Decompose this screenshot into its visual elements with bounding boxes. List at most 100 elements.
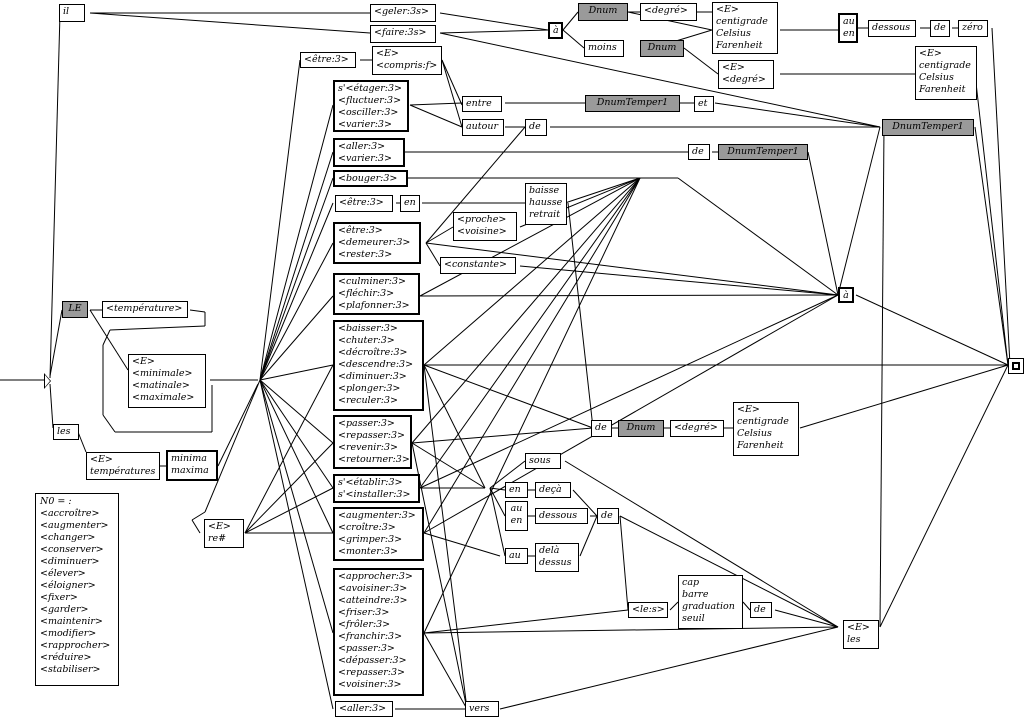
legend-item: <modifier> — [40, 628, 97, 639]
node-line: au — [843, 16, 855, 27]
node-autour: autour — [462, 119, 504, 136]
node-de-mid-1: de — [525, 119, 547, 136]
node-etre-2: <être:3> — [335, 195, 393, 212]
node-line: de — [934, 22, 946, 33]
node-line: dessous — [872, 22, 911, 33]
node-line: en — [510, 515, 523, 526]
node-line: <geler:3s> — [374, 6, 429, 17]
node-line: de — [595, 422, 607, 433]
legend-item: <garder> — [40, 604, 89, 615]
node-en-2: en — [505, 482, 528, 498]
node-line: <approcher:3> — [338, 571, 413, 582]
node-line: <le:s> — [632, 604, 665, 615]
node-line: s'<installer:3> — [338, 489, 411, 500]
node-baisser-group: <baisser:3><chuter:3><décroître:3><desce… — [333, 320, 424, 411]
node-line: autour — [466, 121, 498, 132]
node-line: <descendre:3> — [338, 359, 414, 370]
node-zero: zéro — [958, 20, 988, 37]
node-line: <chuter:3> — [338, 335, 395, 346]
node-line: <grimper:3> — [338, 534, 403, 545]
node-line: <repasser:3> — [338, 667, 405, 678]
legend-item: <rapprocher> — [40, 640, 111, 651]
node-dnumtemper-2: DnumTemper1 — [718, 144, 808, 160]
node-aller-bottom: <aller:3> — [335, 701, 393, 717]
node-line: <diminuer:3> — [338, 371, 407, 382]
node-line: maxima — [171, 465, 209, 476]
node-line: de — [529, 121, 541, 132]
legend-item: <conserver> — [40, 544, 104, 555]
node-line: <matinale> — [132, 380, 190, 391]
legend-box: N0 = : <accroître> <augmenter> <changer>… — [35, 493, 119, 686]
node-line: retrait — [529, 209, 561, 220]
node-geler: <geler:3s> — [370, 4, 436, 22]
node-line: <atteindre:3> — [338, 595, 408, 606]
node-line: <E> — [90, 454, 113, 465]
legend-item: <éloigner> — [40, 580, 96, 591]
node-compris: <E><compris:f> — [372, 46, 442, 75]
node-line: <degré> — [722, 74, 766, 85]
legend-item: <diminuer> — [40, 556, 100, 567]
node-line: <varier:3> — [338, 153, 392, 164]
node-line: <voisiner:3> — [338, 679, 402, 690]
node-line: <friser:3> — [338, 607, 390, 618]
node-line: vers — [469, 703, 490, 714]
node-line: <retourner:3> — [338, 454, 410, 465]
node-line: <rester:3> — [338, 249, 393, 260]
legend-item: <réduire> — [40, 652, 92, 663]
node-line: delà — [539, 545, 560, 556]
node-line: <E> — [737, 404, 760, 415]
node-line: seuil — [682, 613, 705, 624]
node-line: <passer:3> — [338, 643, 395, 654]
node-line: au — [509, 550, 521, 561]
node-entre: entre — [462, 96, 502, 112]
node-passer-group: <passer:3><repasser:3><revenir:3><retour… — [333, 415, 412, 469]
node-sous: sous — [525, 453, 561, 469]
node-line: <avoisiner:3> — [338, 583, 408, 594]
node-il: il — [59, 4, 85, 22]
node-les: les — [53, 424, 79, 440]
node-line: Celsius — [919, 72, 954, 83]
node-line: dessus — [539, 557, 572, 568]
node-dnum-2: Dnum — [640, 40, 684, 57]
node-line: <être:3> — [339, 197, 384, 208]
node-line: moins — [588, 42, 617, 53]
node-temperatures: <E>températures — [86, 452, 160, 480]
node-constante: <constante> — [440, 257, 516, 274]
node-line: Farenheit — [919, 84, 966, 95]
node-approcher-group: <approcher:3><avoisiner:3><atteindre:3><… — [333, 568, 424, 696]
node-dessous-1: dessous — [868, 20, 916, 37]
node-line: LE — [68, 303, 82, 314]
node-line: <franchir:3> — [338, 631, 403, 642]
node-line: minima — [171, 453, 207, 464]
node-line: <température> — [106, 303, 183, 314]
node-line: Dnum — [647, 42, 677, 53]
node-line: Celsius — [716, 28, 751, 39]
node-line: en — [509, 484, 521, 495]
node-line: centigrade — [737, 416, 789, 427]
node-de-bottom: de — [591, 420, 612, 437]
node-line: de — [692, 146, 704, 157]
node-line: Celsius — [737, 428, 772, 439]
node-line: <E> — [847, 622, 870, 633]
node-line: zéro — [962, 22, 983, 33]
legend-title: N0 = : — [40, 496, 72, 507]
node-line: <fléchir:3> — [338, 288, 395, 299]
node-line: s'<établir:3> — [338, 477, 403, 488]
node-dnum-1: Dnum — [578, 3, 628, 21]
node-line: re# — [208, 533, 227, 544]
node-proche-voisine: <proche><voisine> — [453, 212, 517, 241]
legend-item: <élever> — [40, 568, 86, 579]
node-en-1: en — [400, 195, 420, 212]
node-dessous-2: dessous — [535, 508, 588, 524]
node-de-mid-2: de — [688, 144, 710, 160]
node-line: <revenir:3> — [338, 442, 399, 453]
node-line: <monter:3> — [338, 546, 398, 557]
node-line: <reculer:3> — [338, 395, 398, 406]
node-line: s'<étager:3> — [338, 83, 402, 94]
node-line: <bouger:3> — [338, 173, 398, 184]
node-line: <proche> — [457, 214, 507, 225]
